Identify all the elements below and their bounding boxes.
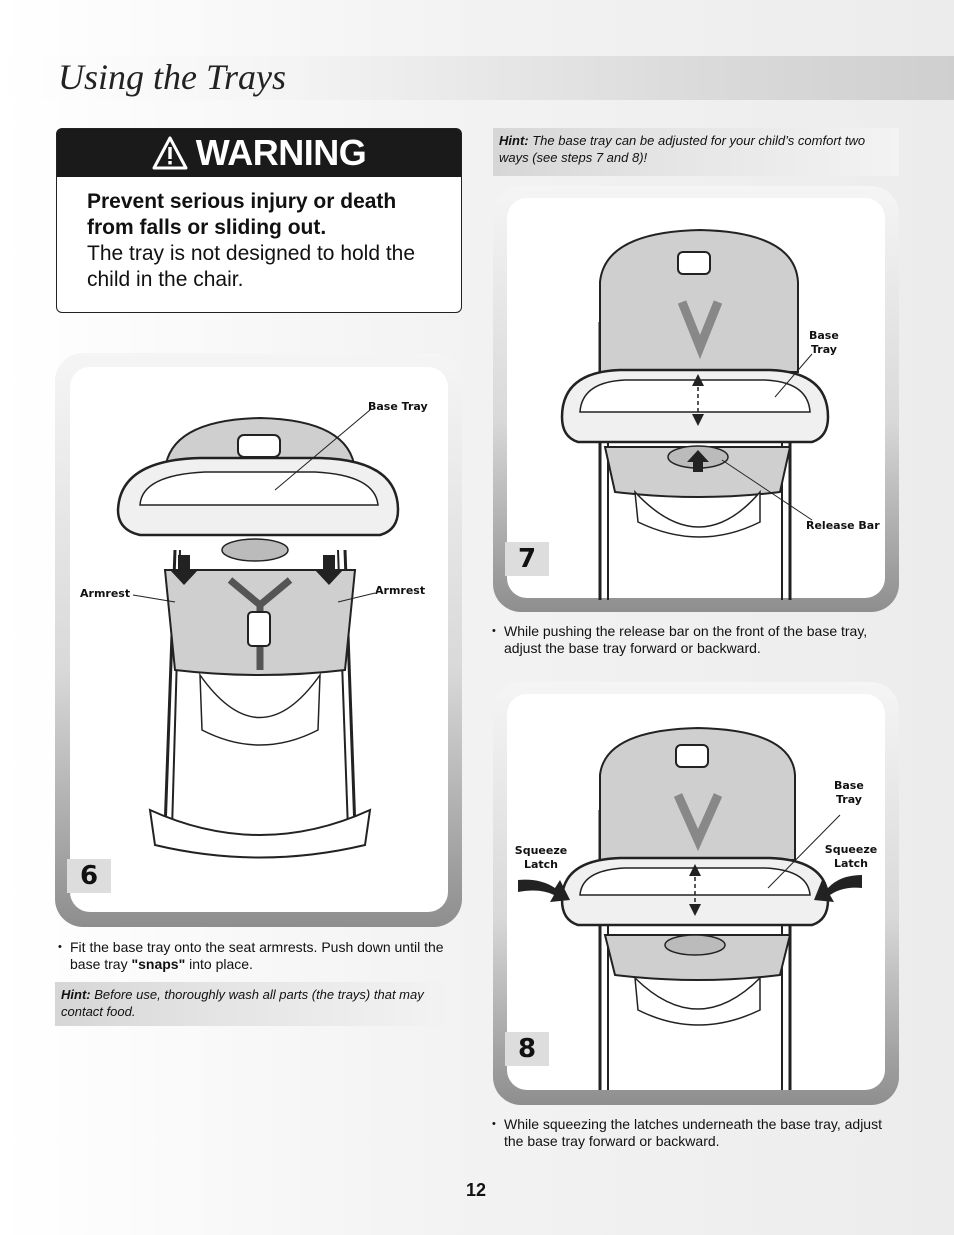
step8-number: 8 bbox=[505, 1032, 549, 1066]
warning-text-block: Prevent serious injury or death from fal… bbox=[57, 177, 461, 293]
step8-squeeze-right-label: Squeeze bbox=[824, 843, 878, 856]
step6-base-tray-label: Base Tray bbox=[368, 400, 428, 413]
step6-armrest-right-label: Armrest bbox=[375, 584, 426, 597]
step8-instruction: While squeezing the latches underneath t… bbox=[492, 1116, 904, 1150]
hint-wash-text: Before use, thoroughly wash all parts (t… bbox=[61, 987, 424, 1019]
step8-latch-right-label: Latch bbox=[833, 857, 869, 870]
step6-armrest-left-label: Armrest bbox=[80, 587, 131, 600]
step6-instruction-bold: "snaps" bbox=[131, 956, 186, 972]
warning-text: The tray is not designed to hold the chi… bbox=[87, 242, 416, 291]
step6-instruction-post: into place. bbox=[185, 956, 253, 972]
hint-wash-label: Hint: bbox=[61, 987, 91, 1002]
hint-adjust-label: Hint: bbox=[499, 133, 529, 148]
step7-base-label: Base bbox=[809, 329, 839, 342]
warning-triangle-icon bbox=[152, 136, 188, 170]
step8-squeeze-left-label: Squeeze bbox=[514, 844, 568, 857]
page-title: Using the Trays bbox=[58, 57, 287, 97]
warning-header: WARNING bbox=[57, 129, 461, 177]
step6-instruction: Fit the base tray onto the seat armrests… bbox=[58, 939, 450, 973]
step7-number: 7 bbox=[505, 542, 549, 576]
warning-title: WARNING bbox=[195, 132, 367, 173]
step7-tray-label: Tray bbox=[811, 343, 837, 356]
hint-adjust-text: The base tray can be adjusted for your c… bbox=[499, 133, 866, 165]
step8-base-label: Base bbox=[834, 779, 864, 792]
step7-highchair-illustration bbox=[560, 228, 830, 600]
page-number: 12 bbox=[466, 1180, 487, 1200]
warning-box: WARNING Prevent serious injury or death … bbox=[56, 128, 462, 313]
step7-release-bar-label: Release Bar bbox=[806, 519, 880, 532]
step8-latch-left-label: Latch bbox=[523, 858, 559, 871]
step6-highchair-illustration bbox=[116, 409, 400, 859]
title-band bbox=[0, 56, 954, 100]
step8-tray-label: Tray bbox=[836, 793, 862, 806]
step6-instruction-pre: Fit the base tray onto the seat armrests… bbox=[70, 939, 444, 972]
step7-instruction: While pushing the release bar on the fro… bbox=[492, 623, 904, 657]
hint-wash-box: Hint: Before use, thoroughly wash all pa… bbox=[55, 982, 452, 1026]
warning-bold-text: Prevent serious injury or death from fal… bbox=[87, 190, 397, 239]
step6-number: 6 bbox=[67, 859, 111, 893]
step8-highchair-illustration bbox=[518, 726, 862, 1090]
hint-adjust-box: Hint: The base tray can be adjusted for … bbox=[493, 128, 899, 176]
